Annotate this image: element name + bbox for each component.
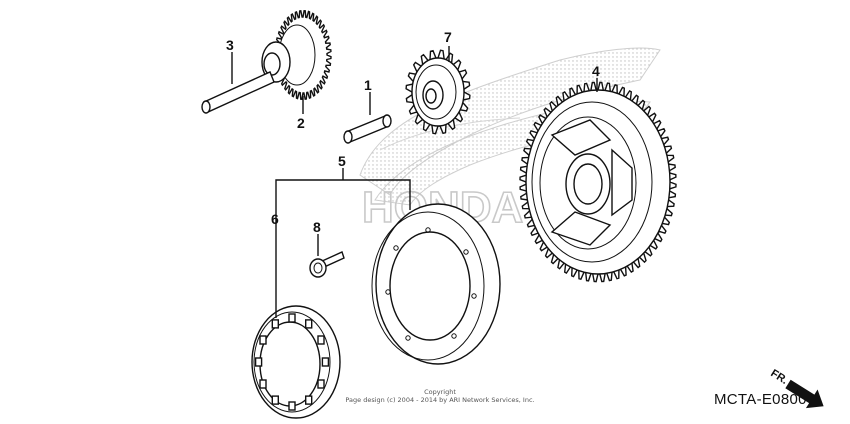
callout-2[interactable]: 2 — [297, 115, 305, 131]
callout-1[interactable]: 1 — [364, 77, 372, 93]
diagram-code: MCTA-E0800 — [714, 391, 807, 408]
part-7-gear[interactable] — [405, 49, 471, 135]
part-6-one-way-clutch[interactable] — [251, 305, 341, 419]
part-2-gear[interactable] — [261, 9, 332, 101]
part-5-clutch-outer[interactable] — [371, 203, 501, 365]
callout-7[interactable]: 7 — [444, 29, 452, 45]
part-1-shaft[interactable] — [343, 114, 392, 144]
copyright-line1: Copyright — [424, 388, 456, 396]
part-8-bolt[interactable] — [309, 251, 345, 278]
callout-6[interactable]: 6 — [271, 211, 279, 227]
front-indicator: FR. — [768, 367, 789, 387]
callout-4[interactable]: 4 — [592, 63, 600, 79]
part-4-starter-driven-gear[interactable] — [519, 81, 677, 283]
callout-8[interactable]: 8 — [313, 219, 321, 235]
copyright-line2: Page design (c) 2004 - 2014 by ARI Netwo… — [345, 396, 534, 404]
callout-3[interactable]: 3 — [226, 37, 234, 53]
callout-5[interactable]: 5 — [338, 153, 346, 169]
part-3-shaft[interactable] — [201, 71, 275, 114]
arrow-right-down-icon — [785, 379, 824, 409]
leader-lines — [231, 46, 598, 318]
